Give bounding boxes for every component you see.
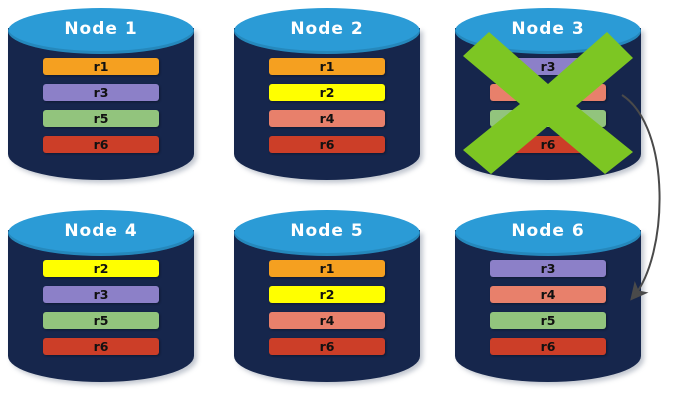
cylinder-top-ellipse: [234, 8, 420, 54]
replica-block[interactable]: r6: [490, 136, 606, 153]
replica-block[interactable]: r3: [490, 260, 606, 277]
replica-block[interactable]: r5: [490, 312, 606, 329]
replica-block[interactable]: r5: [490, 110, 606, 127]
replica-block-list: r3 r4 r5 r6: [455, 58, 641, 153]
replica-block[interactable]: r4: [490, 286, 606, 303]
replica-block[interactable]: r6: [269, 136, 385, 153]
replica-block[interactable]: r1: [43, 58, 159, 75]
replica-block[interactable]: r6: [269, 338, 385, 355]
replica-block[interactable]: r4: [269, 312, 385, 329]
replica-block[interactable]: r6: [43, 338, 159, 355]
replica-block[interactable]: r2: [43, 260, 159, 277]
replica-block-list: r1 r2 r4 r6: [234, 260, 420, 355]
cylinder-top-ellipse: [455, 210, 641, 256]
replica-block[interactable]: r1: [269, 58, 385, 75]
replica-block[interactable]: r5: [43, 312, 159, 329]
cylinder-top-ellipse: [8, 8, 194, 54]
cylinder-top-ellipse: [455, 8, 641, 54]
replica-block-list: r2 r3 r5 r6: [8, 260, 194, 355]
replica-block[interactable]: r6: [490, 338, 606, 355]
replica-block[interactable]: r3: [43, 84, 159, 101]
replica-block-list: r1 r3 r5 r6: [8, 58, 194, 153]
replica-block[interactable]: r4: [269, 110, 385, 127]
replica-block-list: r1 r2 r4 r6: [234, 58, 420, 153]
cylinder-top-ellipse: [8, 210, 194, 256]
cylinder-top-ellipse: [234, 210, 420, 256]
replica-block[interactable]: r5: [43, 110, 159, 127]
replica-block[interactable]: r1: [269, 260, 385, 277]
replica-block[interactable]: r2: [269, 84, 385, 101]
replica-block[interactable]: r6: [43, 136, 159, 153]
replica-block[interactable]: r3: [490, 58, 606, 75]
replica-block-list: r3 r4 r5 r6: [455, 260, 641, 355]
replica-block[interactable]: r4: [490, 84, 606, 101]
replica-block[interactable]: r3: [43, 286, 159, 303]
replica-block[interactable]: r2: [269, 286, 385, 303]
